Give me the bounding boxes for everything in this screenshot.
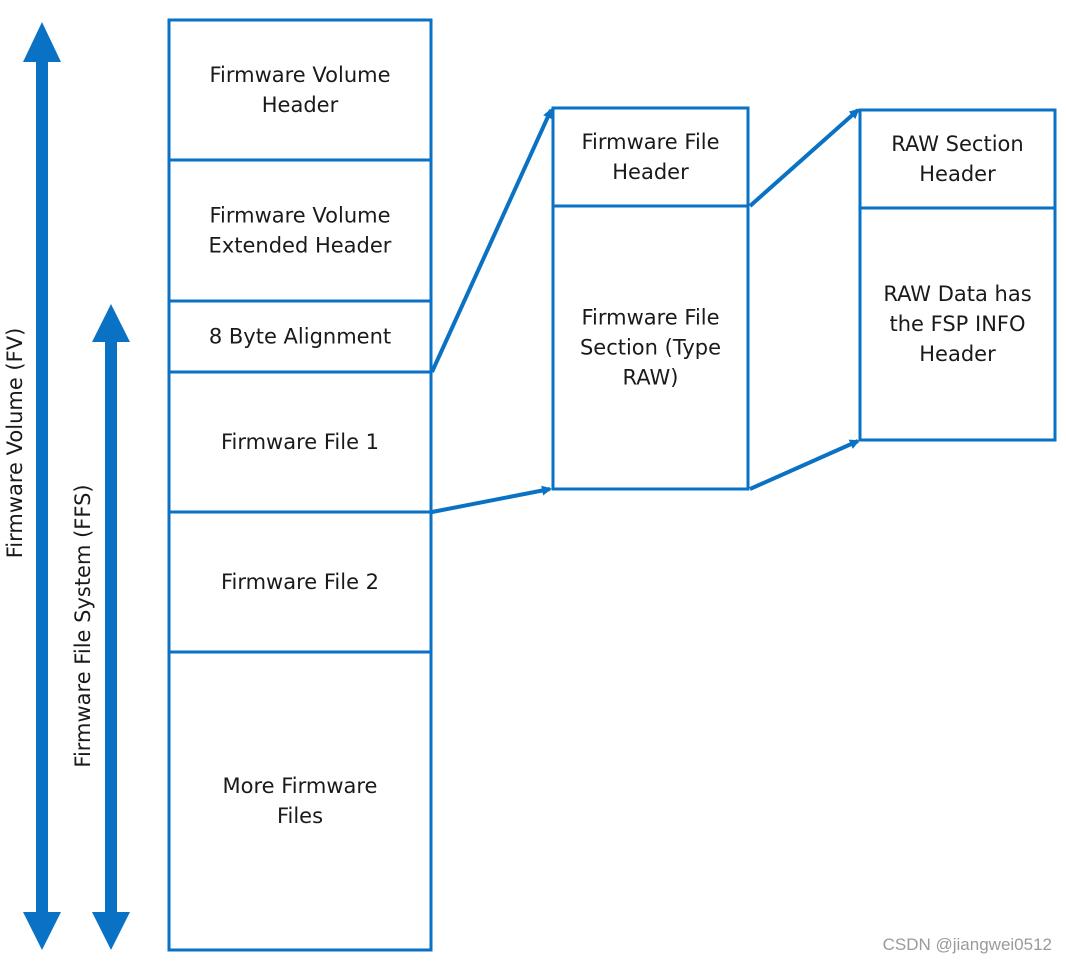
connector-file-header-to-raw-header xyxy=(748,108,860,208)
fv-box-2 xyxy=(167,158,433,303)
fv-label-4-line-1: Firmware File 1 xyxy=(221,430,379,454)
section-box-1 xyxy=(858,108,1057,210)
section-label-1-line-1: RAW Section xyxy=(891,132,1023,156)
file-label-1-line-1: Firmware File xyxy=(581,130,719,154)
fv-label-1-line-1: Firmware Volume xyxy=(209,63,390,87)
file-label-2-line-3: RAW) xyxy=(623,366,679,390)
fv-box-6 xyxy=(167,650,433,952)
ffs-axis-label: Firmware File System (FFS) xyxy=(71,484,95,767)
connector-alignment-to-file-header xyxy=(430,108,553,373)
fv-label-6-line-1: More Firmware xyxy=(223,774,378,798)
fv-box-5 xyxy=(167,510,433,654)
section-label-2-line-2: the FSP INFO xyxy=(889,312,1025,336)
fv-label-5-line-1: Firmware File 2 xyxy=(221,570,379,594)
file-box-1 xyxy=(551,106,750,208)
ffs-double-arrow xyxy=(92,304,130,950)
fv-label-6-line-2: Files xyxy=(277,804,323,828)
file-label-2-line-1: Firmware File xyxy=(581,306,719,330)
fv-box-3 xyxy=(167,299,433,374)
connector-file1-to-file-bottom xyxy=(431,485,552,514)
connector-file-section-to-raw-data xyxy=(749,439,860,491)
fv-label-1-line-2: Header xyxy=(262,93,339,117)
fv-label-4: Firmware File 1 xyxy=(221,430,379,454)
fv-label-3: 8 Byte Alignment xyxy=(209,325,391,349)
fv-double-arrow xyxy=(23,22,61,950)
fv-box-4 xyxy=(167,370,433,514)
watermark: CSDN @jiangwei0512 xyxy=(883,935,1052,954)
section-label-2-line-3: Header xyxy=(919,342,996,366)
fv-label-3-line-1: 8 Byte Alignment xyxy=(209,325,391,349)
file-label-1-line-2: Header xyxy=(612,160,689,184)
file-label-2-line-2: Section (Type xyxy=(580,336,721,360)
fv-box-1 xyxy=(167,18,433,162)
section-label-2: RAW Data has the FSP INFO Header xyxy=(883,282,1031,366)
fv-axis-label: Firmware Volume (FV) xyxy=(3,328,27,559)
section-box-2 xyxy=(858,206,1057,442)
section-label-1-line-2: Header xyxy=(919,162,996,186)
fv-label-2-line-1: Firmware Volume xyxy=(209,204,390,228)
fv-label-2-line-2: Extended Header xyxy=(209,234,392,258)
fv-label-5: Firmware File 2 xyxy=(221,570,379,594)
section-label-2-line-1: RAW Data has xyxy=(883,282,1031,306)
connector-arrows xyxy=(430,108,860,514)
file-box-2 xyxy=(551,204,750,491)
